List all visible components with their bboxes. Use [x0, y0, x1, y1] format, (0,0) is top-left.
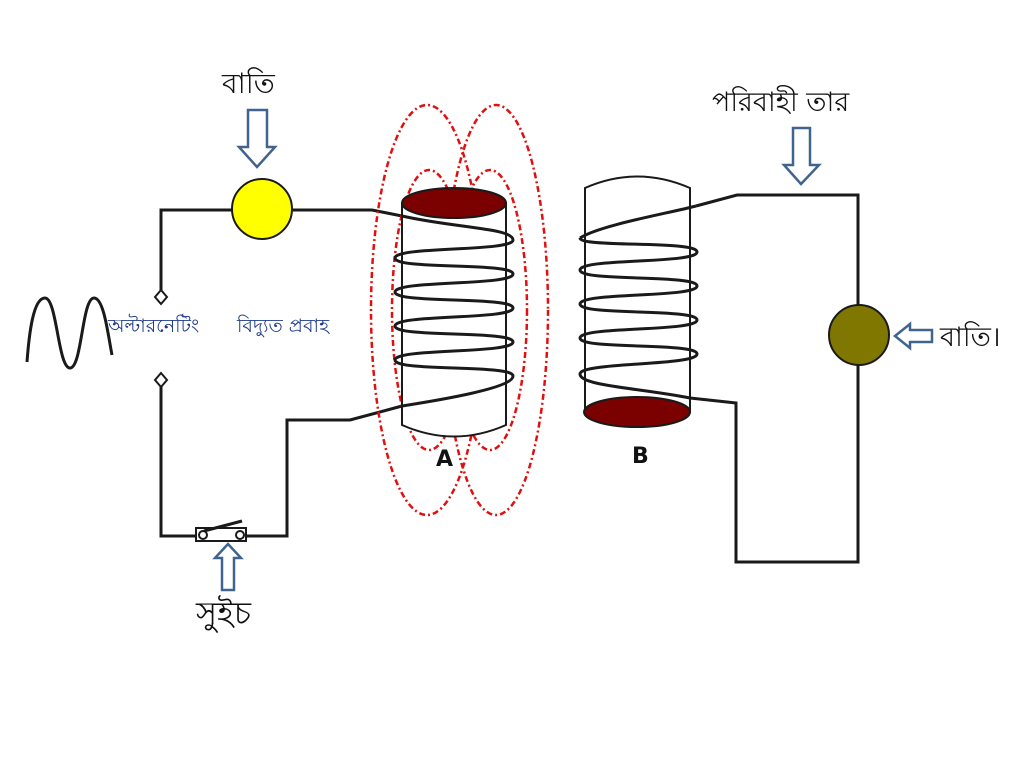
arrow-down-wire-icon — [781, 126, 822, 186]
coil-b-label: B — [632, 444, 649, 469]
alternating-label: অল্টারনেটিং — [108, 315, 200, 337]
current-label: বিদ্যুত প্রবাহ — [237, 315, 330, 337]
secondary-circuit-wire — [689, 193, 860, 564]
conducting-wire-label: পরিবাহী তার — [712, 87, 850, 118]
lamp-label-right: বাতি। — [940, 322, 1001, 353]
switch-label: সুইচ — [196, 594, 252, 632]
switch-symbol — [195, 519, 247, 542]
arrow-left-lamp-right-icon — [892, 321, 934, 351]
arrow-up-switch-icon — [212, 542, 244, 592]
coil-a-label: A — [436, 447, 454, 472]
ac-waveform-icon — [25, 296, 114, 370]
arrow-down-lamp-left-icon — [236, 108, 278, 169]
ac-terminal-bottom — [153, 371, 169, 389]
primary-circuit-wire — [159, 208, 403, 538]
lamp-right — [828, 304, 890, 366]
lamp-label-left: বাতি — [222, 67, 275, 100]
coil-a — [393, 187, 515, 438]
coil-a-top — [401, 187, 507, 219]
ac-terminal-top — [153, 288, 169, 306]
lamp-left — [231, 178, 293, 240]
coil-b — [578, 175, 699, 428]
coil-b-bottom — [583, 396, 691, 428]
